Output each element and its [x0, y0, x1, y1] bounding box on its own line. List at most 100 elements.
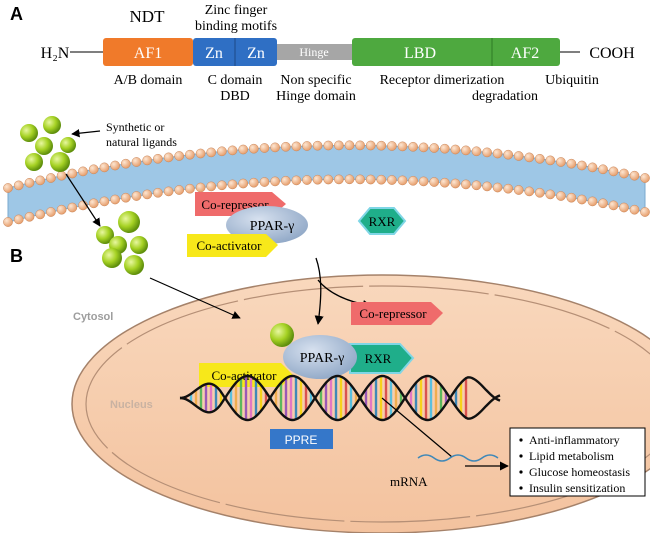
lipid-head — [56, 170, 67, 181]
lipid-bilayer-heads — [3, 140, 650, 227]
lipid-head — [355, 140, 365, 151]
lipid-head — [185, 183, 195, 194]
n-terminus: H₂N — [41, 45, 70, 62]
lipid-head — [13, 214, 24, 225]
hinge-domain-label: Hinge domain — [276, 89, 356, 104]
lipid-head — [429, 143, 440, 153]
lipid-head — [270, 142, 280, 153]
lipid-head — [35, 175, 46, 186]
lipid-head — [408, 175, 418, 186]
lipid-head — [142, 155, 153, 166]
lipid-head — [619, 202, 629, 213]
lipid-head — [365, 174, 376, 185]
lipid-head — [46, 207, 56, 217]
lipid-head — [450, 178, 461, 189]
dna-helix-rungs — [184, 376, 468, 420]
lipid-head — [334, 174, 344, 185]
c-terminus: COOH — [589, 45, 635, 62]
lipid-head — [387, 141, 397, 151]
lipid-head — [566, 158, 577, 169]
ligand-to-receptor-arrow — [149, 277, 241, 319]
zinc-finger-label: Zinc finger — [205, 3, 268, 18]
lipid-head — [556, 157, 566, 167]
effects-list: Anti-inflammatory Lipid metabolism Gluco… — [519, 433, 630, 495]
lipid-head — [344, 174, 355, 185]
lipid-head — [78, 166, 88, 177]
ligand-ball — [124, 255, 144, 275]
lipid-head — [302, 141, 312, 151]
lipid-head — [461, 179, 471, 190]
lipid-head — [206, 147, 217, 158]
ligand-ball — [25, 153, 43, 171]
ligand-label-arrow — [71, 129, 101, 138]
effect-bullet — [519, 454, 523, 458]
transcription-line — [381, 397, 453, 458]
lipid-head — [439, 143, 450, 154]
lipid-head — [142, 189, 153, 200]
ligand-ball — [102, 248, 122, 268]
rxr-shape — [357, 207, 407, 235]
ligand-ball — [50, 152, 70, 172]
lipid-head — [248, 177, 259, 188]
lipid-head — [461, 145, 471, 156]
lipid-head — [503, 149, 514, 160]
effect-item: Lipid metabolism — [529, 449, 615, 463]
lipid-head — [120, 192, 131, 203]
lipid-head — [556, 191, 566, 201]
lipid-head — [640, 207, 650, 217]
lipid-head — [429, 177, 440, 187]
lipid-head — [35, 209, 46, 220]
zn2-label: Zn — [247, 45, 265, 62]
lipid-head — [3, 183, 13, 193]
lipid-head — [344, 140, 355, 151]
rxr-label: RXR — [369, 214, 396, 229]
lipid-head — [524, 152, 535, 163]
receptor-dimer-label: Receptor dimerization — [380, 73, 505, 88]
lipid-head — [280, 141, 291, 152]
lipid-head — [88, 198, 99, 209]
lipid-head — [238, 178, 249, 189]
lipid-head — [334, 140, 344, 151]
rxr-active-label: RXR — [365, 351, 392, 366]
lipid-head — [174, 185, 185, 195]
c-domain-label: C domain — [208, 73, 263, 88]
panel-b-label: B — [10, 246, 23, 266]
lipid-head — [153, 187, 163, 198]
lipid-head — [471, 146, 482, 157]
ligand-label-line1: Synthetic or — [106, 120, 164, 134]
ppre-box — [270, 429, 333, 449]
ab-domain-label: A/B domain — [114, 73, 183, 88]
lipid-head — [291, 141, 302, 152]
lipid-head — [566, 192, 577, 203]
lipid-head — [13, 180, 24, 191]
effects-box — [509, 427, 646, 497]
nucleus-label: Nucleus — [110, 399, 153, 411]
lbd-label: LBD — [404, 45, 436, 62]
lipid-head — [291, 175, 302, 186]
lipid-head — [492, 182, 503, 193]
lipid-head — [46, 173, 56, 183]
lipid-head — [492, 148, 503, 159]
lbd-domain — [352, 38, 560, 66]
ligand-ball — [43, 116, 61, 134]
lipid-head — [120, 158, 131, 169]
lipid-head — [99, 196, 110, 207]
ubiquitin-label: Ubiquitin — [545, 73, 599, 88]
ligand-ball — [60, 137, 76, 153]
effect-bullet — [519, 470, 523, 474]
panel-a-label: A — [10, 4, 23, 24]
lipid-head — [608, 166, 619, 177]
effect-item: Anti-inflammatory — [529, 433, 620, 447]
lipid-head — [227, 145, 238, 156]
lipid-head — [408, 141, 418, 152]
binding-motifs-label-2: binding motifs — [195, 19, 277, 34]
ligand-ball — [118, 211, 140, 233]
effect-bullet — [519, 486, 523, 490]
lipid-head — [471, 180, 482, 191]
lipid-head — [482, 147, 492, 158]
lipid-head — [418, 142, 429, 153]
lipid-head — [217, 180, 227, 191]
lipid-head — [577, 160, 587, 171]
nonspecific-label: Non specific — [280, 73, 351, 88]
lipid-head — [513, 185, 524, 195]
